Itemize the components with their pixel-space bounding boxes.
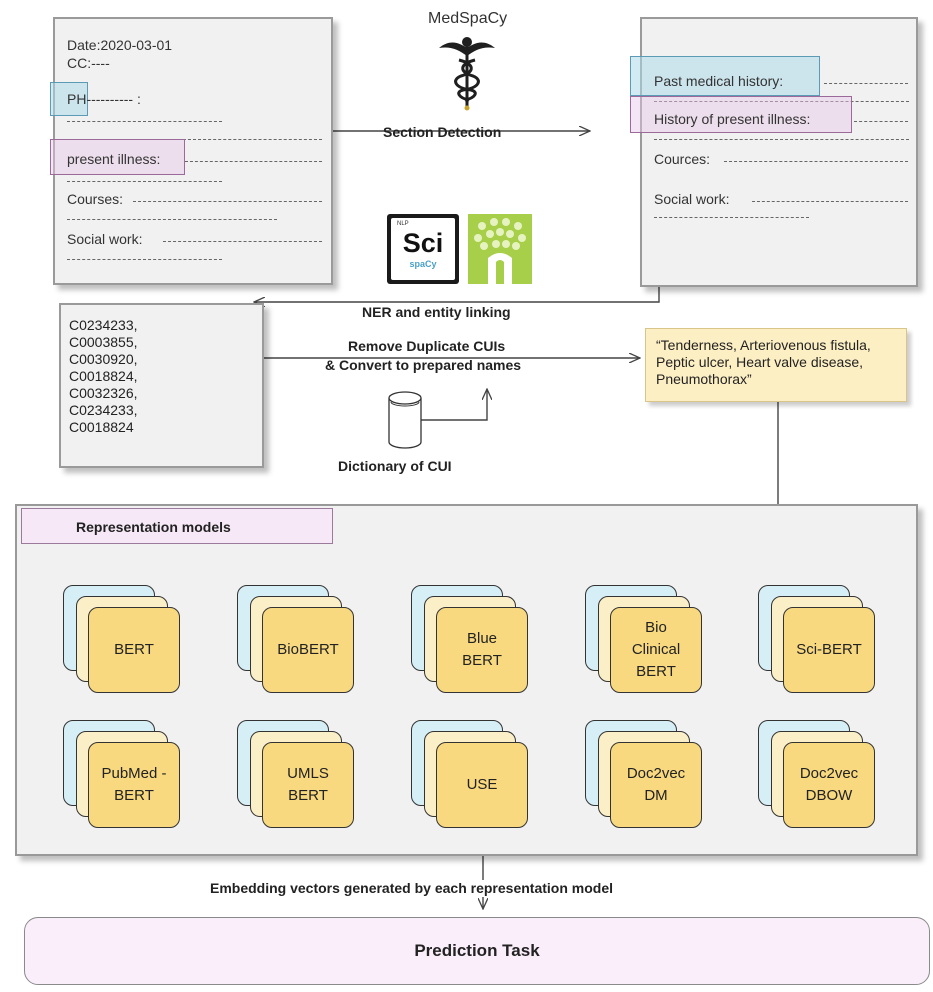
model-name: BERT	[114, 641, 154, 658]
cui-item: C0234233,	[69, 317, 138, 333]
model-card: BERT	[63, 585, 183, 705]
note-history-present-illness: History of present illness:	[654, 111, 811, 127]
scispacy-logo-main: Sci	[402, 228, 444, 258]
model-name: UMLS BERT	[287, 765, 329, 804]
note-past-medical-history: Past medical history:	[654, 73, 784, 89]
scispacy-logo-top: NLP	[397, 221, 409, 227]
model-card: USE	[411, 720, 531, 840]
past-medical-history-highlight	[630, 56, 820, 96]
dictionary-arrow	[420, 389, 487, 421]
ph-highlight	[50, 82, 88, 116]
present-illness-highlight	[50, 139, 185, 175]
cui-list: C0234233,C0003855,C0030920,C0018824,C003…	[69, 317, 262, 436]
model-card-front: Blue BERT	[436, 607, 528, 693]
cui-list-box: C0234233,C0003855,C0030920,C0018824,C003…	[59, 303, 264, 468]
scispacy-logo-sub: spaCy	[409, 259, 437, 269]
note-social-work: Social work:	[67, 231, 143, 247]
history-present-illness-highlight	[630, 96, 852, 133]
representation-title: Representation models	[21, 508, 333, 544]
note-present-illness: present illness:	[67, 151, 161, 167]
model-name: Sci-BERT	[796, 641, 862, 658]
model-name: BioBERT	[277, 641, 339, 658]
prediction-task-box: Prediction Task	[24, 917, 930, 985]
note-courses: Courses:	[67, 191, 124, 207]
remove-duplicates-label-1: Remove Duplicate CUIs	[348, 338, 506, 354]
model-card: BioBERT	[237, 585, 357, 705]
model-card: UMLS BERT	[237, 720, 357, 840]
model-card-front: PubMed -BERT	[88, 742, 180, 828]
note-cources: Cources:	[654, 151, 711, 167]
prepared-names-box: “Tenderness, Arteriovenous fistula, Pept…	[645, 328, 907, 402]
note-date: Date:2020-03-01	[67, 37, 173, 53]
ner-label: NER and entity linking	[362, 304, 511, 320]
cui-item: C0030920,	[69, 351, 138, 367]
model-card-front: BERT	[88, 607, 180, 693]
model-card-front: Sci-BERT	[783, 607, 875, 693]
model-name: Blue BERT	[462, 630, 502, 669]
caduceus-icon	[439, 37, 495, 111]
note-cc: CC:----	[67, 55, 110, 71]
scispacy-logo: NLP Sci spaCy	[387, 214, 459, 284]
model-name: Doc2vec DM	[626, 765, 686, 804]
tree-logo-icon	[468, 214, 532, 284]
model-card-front: Bio Clinical BERT	[610, 607, 702, 693]
section-detection-label: Section Detection	[383, 124, 502, 140]
medspacy-title: MedSpaCy	[428, 10, 508, 27]
model-card: Doc2vec DM	[585, 720, 705, 840]
cui-item: C0018824,	[69, 368, 138, 384]
embedding-label: Embedding vectors generated by each repr…	[210, 880, 613, 896]
cui-item: C0032326,	[69, 385, 138, 401]
raw-clinical-note: Date:2020-03-01 CC:---- PH---------- : p…	[50, 17, 333, 285]
prediction-task-label: Prediction Task	[414, 941, 540, 960]
model-card: Blue BERT	[411, 585, 531, 705]
model-card-front: Doc2vec DM	[610, 742, 702, 828]
model-card: Doc2vec DBOW	[758, 720, 878, 840]
remove-duplicates-label-2: & Convert to prepared names	[325, 357, 522, 373]
cui-item: C0234233,	[69, 402, 138, 418]
model-card-front: UMLS BERT	[262, 742, 354, 828]
database-icon	[388, 391, 422, 449]
model-card: Sci-BERT	[758, 585, 878, 705]
note-ph: PH---------- :	[67, 91, 141, 107]
sectioned-clinical-note: Past medical history: History of present…	[630, 17, 918, 287]
ner-arrow	[254, 287, 660, 302]
dictionary-label: Dictionary of CUI	[338, 458, 452, 474]
model-name: USE	[466, 776, 498, 793]
note-social-work-right: Social work:	[654, 191, 730, 207]
model-card-front: Doc2vec DBOW	[783, 742, 875, 828]
cui-item: C0018824	[69, 419, 134, 435]
model-name: Bio Clinical BERT	[631, 619, 681, 680]
model-card-front: BioBERT	[262, 607, 354, 693]
model-card: PubMed -BERT	[63, 720, 183, 840]
model-card: Bio Clinical BERT	[585, 585, 705, 705]
cui-item: C0003855,	[69, 334, 138, 350]
model-name: Doc2vec DBOW	[799, 765, 859, 804]
model-name: PubMed -BERT	[101, 765, 167, 804]
model-card-front: USE	[436, 742, 528, 828]
